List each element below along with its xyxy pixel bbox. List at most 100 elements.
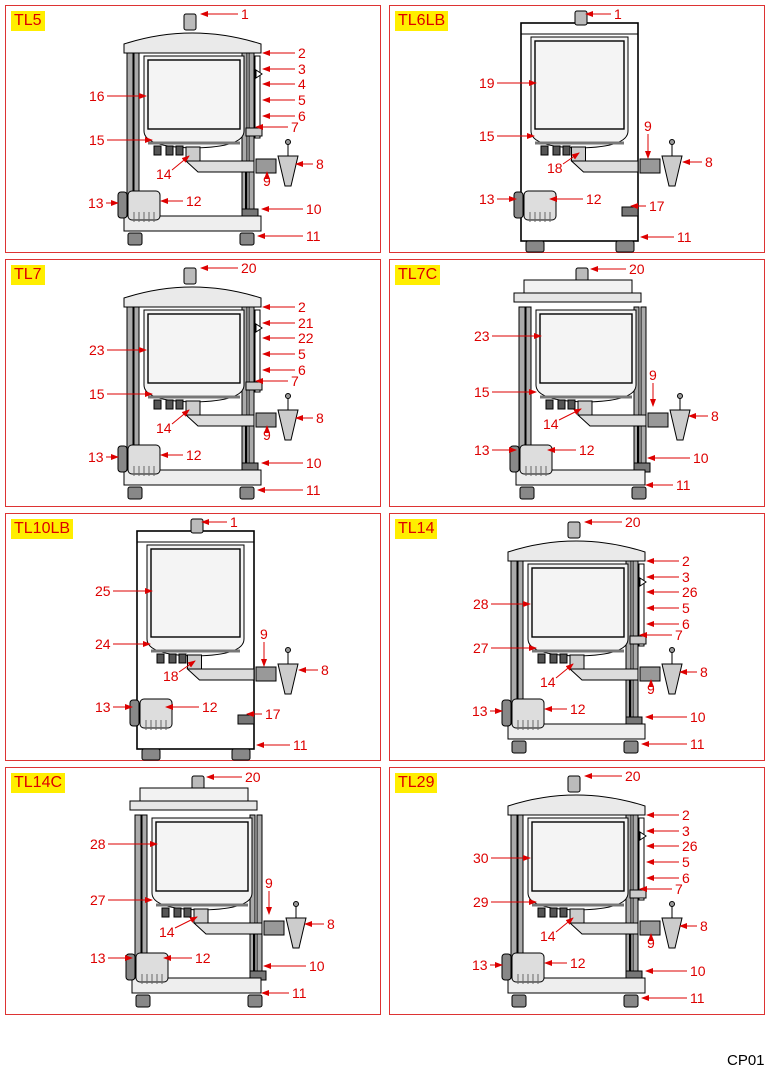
valve: [639, 920, 661, 936]
callout-label-28: 28: [90, 836, 106, 852]
callout-label-14: 14: [543, 416, 559, 432]
bottom-fitting: [175, 145, 184, 156]
tap-knob: [285, 139, 291, 145]
tap-knob: [677, 393, 683, 399]
lid-top: [139, 787, 249, 802]
outlet-pipe: [576, 414, 647, 427]
outlet-pipe: [184, 160, 255, 173]
callout-label-11: 11: [306, 228, 321, 244]
foot: [623, 994, 639, 1008]
foot: [519, 486, 535, 500]
tap-knob: [285, 393, 291, 399]
tank: [527, 817, 629, 911]
dome-lid: [507, 794, 646, 816]
outlet-elbow: [187, 654, 202, 670]
outlet-elbow: [577, 400, 593, 416]
callout-label-3: 3: [682, 823, 690, 839]
bottom-fitting: [567, 399, 576, 410]
callout-label-9: 9: [647, 935, 655, 951]
callout-label-12: 12: [570, 955, 586, 971]
callout-label-5: 5: [682, 600, 690, 616]
bottom-fitting: [173, 907, 182, 918]
callout-label-1: 1: [241, 6, 249, 22]
callout-label-11: 11: [690, 736, 705, 752]
top-nozzle: [183, 267, 197, 285]
callout-label-8: 8: [700, 664, 708, 680]
callout-label-16: 16: [89, 88, 105, 104]
callout-leader: [558, 408, 582, 421]
callout-label-11: 11: [293, 737, 308, 753]
foot: [623, 740, 639, 754]
bottom-fitting: [153, 145, 162, 156]
callout-leader: [555, 917, 574, 933]
tank: [535, 309, 637, 403]
panel-title: TL6LB: [395, 11, 449, 31]
dome-lid: [123, 32, 262, 54]
callout-label-6: 6: [682, 616, 690, 632]
motor-knob: [117, 445, 128, 473]
foot: [239, 232, 255, 246]
callout-label-26: 26: [682, 584, 698, 600]
callout-label-12: 12: [186, 447, 202, 463]
callout-label-8: 8: [327, 916, 335, 932]
tap-knob: [669, 901, 675, 907]
callout-label-26: 26: [682, 838, 698, 854]
callout-label-17: 17: [265, 706, 281, 722]
panel-title: TL29: [395, 773, 438, 793]
bottom-fitting: [537, 653, 546, 664]
bottom-fitting: [557, 399, 566, 410]
tap: [277, 663, 299, 695]
gauge-marker: [255, 323, 263, 333]
foot: [127, 232, 143, 246]
lid-rim: [513, 292, 642, 303]
callout-label-12: 12: [202, 699, 218, 715]
callout-label-5: 5: [298, 92, 306, 108]
tank-window: [531, 821, 625, 892]
callout-label-18: 18: [163, 668, 179, 684]
callout-label-23: 23: [474, 328, 490, 344]
tap: [285, 917, 307, 949]
dome-lid: [507, 540, 646, 562]
callout-label-23: 23: [89, 342, 105, 358]
callout-label-13: 13: [474, 442, 490, 458]
top-nozzle: [190, 518, 204, 534]
motor-knob: [501, 699, 512, 727]
bottom-fitting: [559, 907, 568, 918]
outlet-elbow: [569, 908, 585, 924]
gauge-marker: [639, 831, 647, 841]
callout-label-29: 29: [473, 894, 489, 910]
valve: [263, 920, 285, 936]
tap-knob: [293, 901, 299, 907]
foot: [615, 240, 635, 253]
tap-knob: [669, 647, 675, 653]
machine-drawing: [125, 775, 307, 1008]
callout-label-9: 9: [265, 875, 273, 891]
callout-label-2: 2: [682, 807, 690, 823]
callout-label-2: 2: [298, 299, 306, 315]
callout-label-30: 30: [473, 850, 489, 866]
callout-label-8: 8: [711, 408, 719, 424]
tank-window: [155, 821, 249, 892]
callout-leader: [555, 663, 574, 679]
valve: [647, 412, 669, 428]
callout-label-15: 15: [89, 386, 105, 402]
valve: [639, 158, 661, 174]
callout-label-13: 13: [472, 703, 488, 719]
callout-label-6: 6: [298, 362, 306, 378]
panel-title: TL14C: [11, 773, 66, 793]
bottom-fitting: [178, 653, 187, 664]
callout-label-10: 10: [306, 455, 322, 471]
tank: [151, 817, 253, 911]
level-gauge: [254, 55, 261, 139]
callout-label-8: 8: [316, 156, 324, 172]
callout-label-21: 21: [298, 315, 314, 331]
panel-title: TL7C: [395, 265, 441, 285]
valve: [255, 158, 277, 174]
callout-label-14: 14: [159, 924, 175, 940]
top-nozzle: [574, 10, 588, 26]
